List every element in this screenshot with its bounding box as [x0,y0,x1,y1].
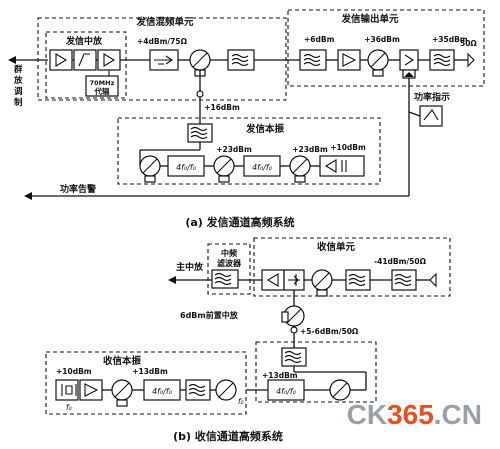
antenna-port [467,52,475,68]
level-41dbm: -41dBm/50Ω [374,257,427,266]
if-filter-title-2: 滤波器 [217,258,242,268]
power-indicator-label: 功率指示 [414,91,450,103]
delay-block [85,75,119,97]
if-amp-block-1 [49,49,73,71]
group-amp-mod-label: 群放调制 [13,64,23,108]
local-osc-title-b: 收信本振 [103,355,142,367]
level-6dbm: +6dBm [304,35,335,44]
if-amp-box [45,31,127,99]
output-unit-title: 发信输出单元 [340,13,399,25]
if-amp-block-2 [73,49,97,71]
main-if-arrow [168,276,176,284]
alarm-arrow [24,192,32,200]
rx-port [429,272,437,288]
level-10dbm-a: +10dBm [330,143,366,152]
modulator-bandfilter [227,49,255,71]
lo-b-mult-1-label: 4f₀/f₀ [152,387,173,396]
caption-b: (b) 收信通道高频系统 [173,429,283,443]
caption-a: (a) 发信通道高频系统 [185,215,294,229]
output-amp [337,49,361,71]
output-detector [399,49,419,71]
power-alarm-label: 功率告警 [60,183,96,195]
delay-label-1: 70MHz [90,79,115,87]
level-4dbm-75: +4dBm/75Ω [137,37,188,46]
lo-b-crystal [55,379,79,401]
if-filter-box [207,243,251,295]
level-10dbm-b: +10dBm [56,367,92,376]
level-13dbm-b: +13dBm [262,371,298,380]
lo-b-f-label: f₀ [66,403,72,412]
preamp-label: 6dBm前置中放 [180,310,239,320]
level-36dbm: +36dBm [364,35,400,44]
level-13dbm-a: +13dBm [132,367,168,376]
if-amp-block-3 [97,49,121,71]
output-filter [299,49,327,71]
main-if-label: 主中放 [176,261,204,273]
if-filter-block [211,269,239,289]
receiver-unit-box [253,237,451,297]
level-16dbm: +16dBm [204,103,240,112]
delay-label-2: 代辐 [94,86,110,96]
lo-b-mult-3-label: 4f₀/f₀ [276,387,297,396]
modulator-unit-title: 发信混频单元 [135,16,194,28]
if-amp-title: 发信中放 [65,35,103,47]
local-osc-title-a: 发信本振 [245,123,285,135]
level-35dbm: +35dBm [432,35,468,44]
output-arrow-left [8,56,16,64]
level-50ohm-a: 50Ω [460,39,477,48]
local-osc-box-a [117,117,381,185]
output-unit-box [287,9,485,87]
local-osc-box-b [45,351,247,415]
lo-a-mult-2-label: 4f₀/f₀ [252,163,273,172]
receiver-unit-title: 收信单元 [317,241,356,253]
lo-b-amp [79,379,103,401]
rx-amp [261,269,285,291]
modulator-unit-box [37,17,287,101]
lo-a-mult-1-label: 4f₀/f₀ [176,163,197,172]
power-meter [419,105,443,127]
level-5-6dbm: +5-6dBm/50Ω [300,327,359,336]
watermark: CK365.CN [347,399,482,430]
level-23dbm-b: +23dBm [292,145,328,154]
lo-b-f-label-2: f₀ [238,397,244,406]
level-23dbm-a: +23dBm [216,145,252,154]
lo-b-sub-box [255,341,377,403]
if-filter-title-1: 中频 [221,248,237,258]
